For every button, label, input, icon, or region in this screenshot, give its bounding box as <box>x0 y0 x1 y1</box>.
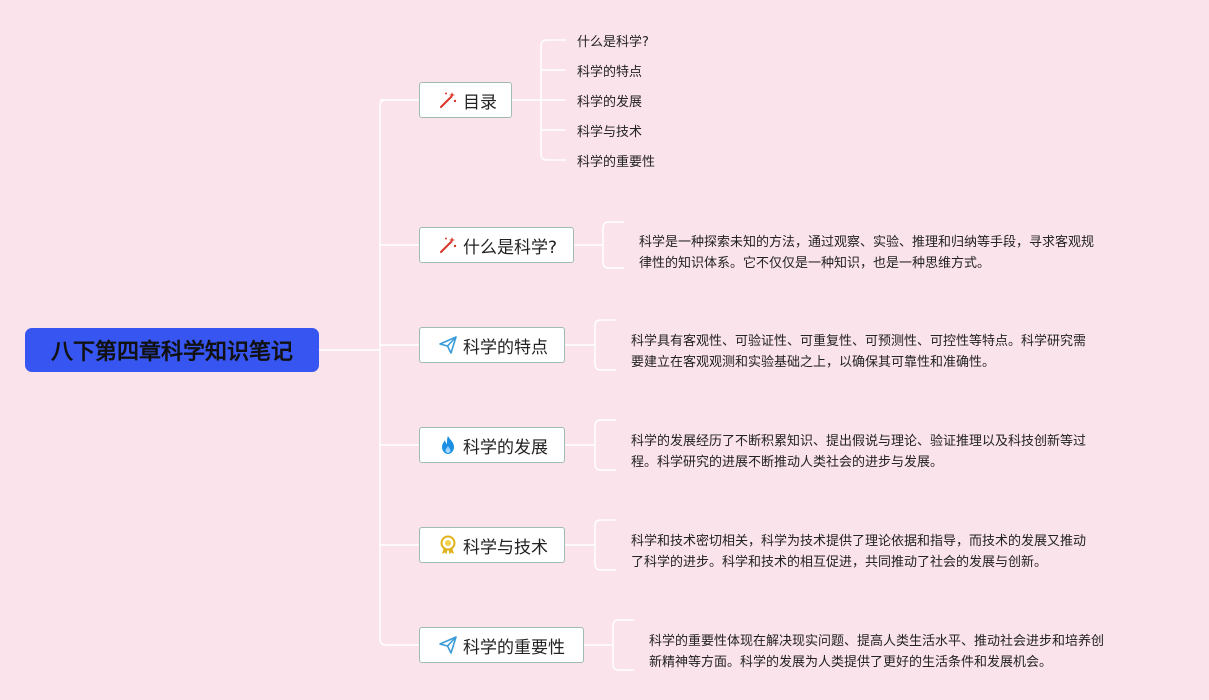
toc-item-characteristics[interactable]: 科学的特点 <box>577 65 643 80</box>
note-development[interactable]: 科学的发展经历了不断积累知识、提出假说与理论、验证推理以及科技创新等过 程。科学… <box>631 431 1086 473</box>
note-line: 要建立在客观观测和实验基础之上，以确保其可靠性和准确性。 <box>631 355 996 370</box>
branch-node-label: 目录 <box>463 92 497 113</box>
branch-node-what-is-science[interactable]: 什么是科学? <box>419 227 574 263</box>
toc-item-what-is-science[interactable]: 什么是科学? <box>577 35 649 50</box>
connector-note-0 <box>574 221 624 269</box>
note-line: 科学的重要性体现在解决现实问题、提高人类生活水平、推动社会进步和培养创 <box>649 634 1105 649</box>
toc-item-development[interactable]: 科学的发展 <box>577 95 643 110</box>
note-importance[interactable]: 科学的重要性体现在解决现实问题、提高人类生活水平、推动社会进步和培养创 新精神等… <box>649 631 1104 673</box>
note-line: 科学和技术密切相关，科学为技术提供了理论依据和指导，而技术的发展又推动 <box>631 534 1087 549</box>
connector-trunk-vertical <box>379 99 387 646</box>
branch-node-label: 科学的重要性 <box>463 637 565 658</box>
toc-item-science-technology[interactable]: 科学与技术 <box>577 125 643 140</box>
flame-icon <box>438 435 458 455</box>
connector-note-2 <box>565 419 616 471</box>
toc-item-importance[interactable]: 科学的重要性 <box>577 155 656 170</box>
note-science-technology[interactable]: 科学和技术密切相关，科学为技术提供了理论依据和指导，而技术的发展又推动 了科学的… <box>631 531 1086 573</box>
award-medal-icon <box>438 535 458 555</box>
note-line: 科学具有客观性、可验证性、可重复性、可预测性、可控性等特点。科学研究需 <box>631 334 1087 349</box>
branch-node-label: 科学的特点 <box>463 337 548 358</box>
connector-note-4 <box>584 619 634 671</box>
note-line: 科学是一种探索未知的方法，通过观察、实验、推理和归纳等手段，寻求客观规 <box>639 235 1095 250</box>
connector-note-3 <box>565 519 616 571</box>
branch-node-label: 科学与技术 <box>463 537 548 558</box>
branch-node-science-technology[interactable]: 科学与技术 <box>419 527 565 563</box>
root-node[interactable]: 八下第四章科学知识笔记 <box>25 328 319 372</box>
branch-node-development[interactable]: 科学的发展 <box>419 427 565 463</box>
magic-wand-icon <box>438 235 458 255</box>
root-node-label: 八下第四章科学知识笔记 <box>50 340 293 365</box>
note-line: 律性的知识体系。它不仅仅是一种知识，也是一种思维方式。 <box>639 256 991 271</box>
note-what-is-science[interactable]: 科学是一种探索未知的方法，通过观察、实验、推理和归纳等手段，寻求客观规 律性的知… <box>639 232 1094 274</box>
paper-plane-icon <box>438 635 458 655</box>
note-line: 新精神等方面。科学的发展为人类提供了更好的生活条件和发展机会。 <box>649 655 1053 670</box>
branch-node-characteristics[interactable]: 科学的特点 <box>419 327 565 363</box>
branch-node-label: 科学的发展 <box>463 437 548 458</box>
magic-wand-icon <box>438 90 458 110</box>
paper-plane-icon <box>438 335 458 355</box>
connector-note-1 <box>565 319 616 371</box>
note-line: 科学的发展经历了不断积累知识、提出假说与理论、验证推理以及科技创新等过 <box>631 434 1087 449</box>
note-characteristics[interactable]: 科学具有客观性、可验证性、可重复性、可预测性、可控性等特点。科学研究需 要建立在… <box>631 331 1086 373</box>
branch-node-importance[interactable]: 科学的重要性 <box>419 627 584 663</box>
note-line: 程。科学研究的进展不断推动人类社会的进步与发展。 <box>631 455 944 470</box>
branch-node-toc[interactable]: 目录 <box>419 82 512 118</box>
note-line: 了科学的进步。科学和技术的相互促进，共同推动了社会的发展与创新。 <box>631 555 1048 570</box>
branch-node-label: 什么是科学? <box>463 237 558 258</box>
